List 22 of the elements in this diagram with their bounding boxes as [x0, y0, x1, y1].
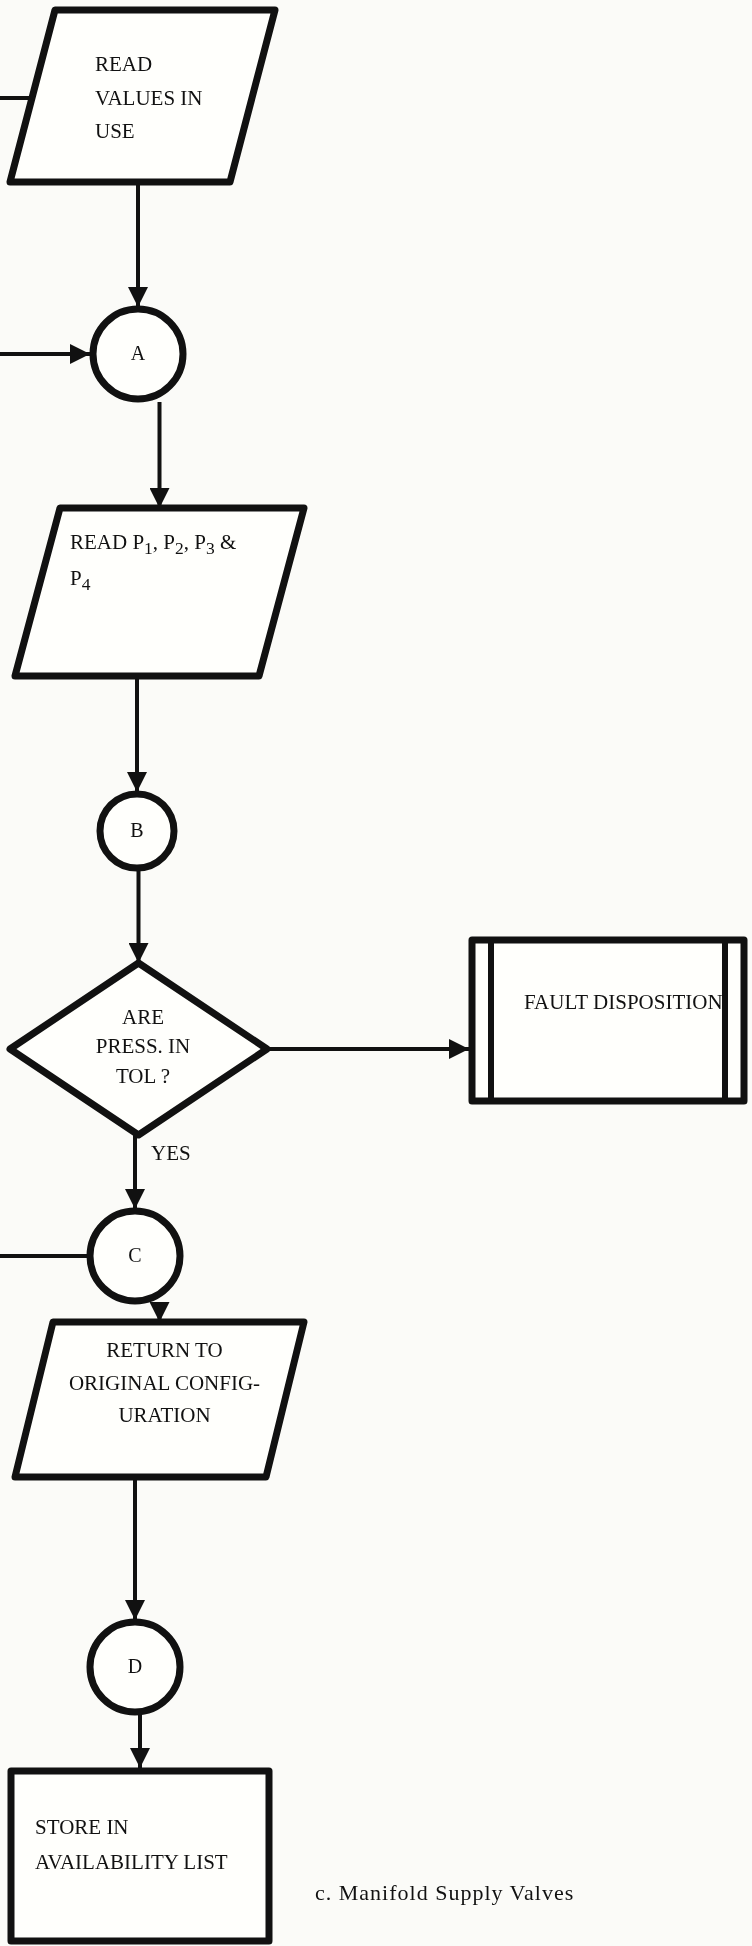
node-text: FAULT DISPOSITION [524, 989, 724, 1016]
arrow [128, 871, 149, 963]
arrow [130, 1715, 150, 1768]
arrow [125, 1135, 145, 1209]
predefined-process-box [469, 937, 747, 1104]
process-box [8, 1768, 272, 1944]
arrow [149, 1302, 170, 1322]
connector-letter: A [129, 341, 147, 366]
figure-caption: c. Manifold Supply Valves [315, 1880, 575, 1906]
connector-circle [87, 1208, 183, 1304]
arrow [0, 344, 90, 364]
connector-letter: C [127, 1243, 143, 1268]
connector-circle [87, 1619, 183, 1715]
edge-label: YES [151, 1141, 191, 1166]
connector-letter: D [126, 1654, 144, 1679]
connector-line [0, 1254, 87, 1258]
arrow [149, 402, 170, 508]
arrow [267, 1039, 469, 1059]
connector-circle [90, 306, 186, 402]
connector-letter: B [129, 818, 145, 843]
node-text: STORE IN AVAILABILITY LIST [35, 1814, 229, 1876]
connector-circle [97, 791, 177, 871]
